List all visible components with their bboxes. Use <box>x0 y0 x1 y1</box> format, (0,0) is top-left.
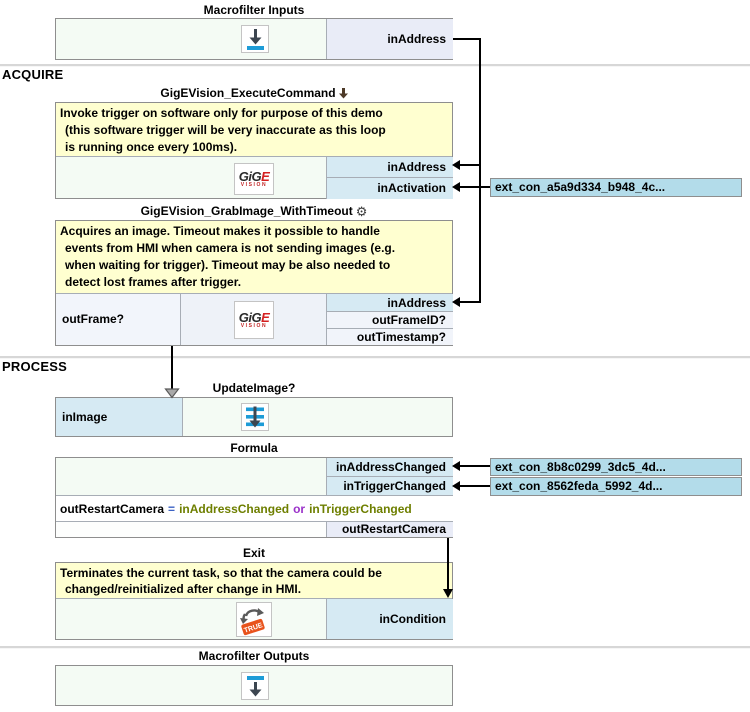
formula-title-text: Formula <box>230 441 278 455</box>
execute-command-title[interactable]: GigEVision_ExecuteCommand <box>55 86 453 100</box>
grab-image-title-text: GigEVision_GrabImage_WithTimeout <box>140 204 353 218</box>
port-execute-inactivation[interactable]: inActivation <box>326 178 453 199</box>
port-exit-incondition[interactable]: inCondition <box>326 599 453 639</box>
execute-command-comment[interactable]: Invoke trigger on software only for purp… <box>56 103 452 157</box>
formula-title[interactable]: Formula <box>55 441 453 455</box>
port-execute-inaddress[interactable]: inAddress <box>326 157 453 178</box>
formula-arg1: inAddressChanged <box>179 501 290 516</box>
gige-logo-gig: GiG <box>238 309 262 325</box>
port-grab-outframe[interactable]: outFrame? <box>56 294 181 345</box>
gige-logo-text: GiGE VISION <box>238 309 270 329</box>
wire-stub-execute-inaddress <box>459 164 481 166</box>
grab-image-block[interactable]: Acquires an image. Timeout makes it poss… <box>55 220 453 346</box>
arrowhead-incondition <box>443 589 453 598</box>
exit-title[interactable]: Exit <box>55 546 453 560</box>
update-image-block[interactable]: inImage <box>55 397 453 437</box>
comment-line: events from HMI when camera is not sendi… <box>65 241 396 255</box>
hmi-update-icon <box>246 406 264 428</box>
macrofilter-outputs-title-text: Macrofilter Outputs <box>198 649 310 663</box>
comment-line: changed/reinitialized after change in HM… <box>65 582 302 596</box>
execute-command-block[interactable]: Invoke trigger on software only for purp… <box>55 102 453 199</box>
comment-line: Terminates the current task, so that the… <box>60 566 382 580</box>
port-grab-outtimestamp[interactable]: outTimestamp? <box>326 329 453 345</box>
update-image-title-text: UpdateImage? <box>212 381 296 395</box>
grab-image-comment[interactable]: Acquires an image. Timeout makes it poss… <box>56 221 452 294</box>
port-macro-inputs-inaddress[interactable]: inAddress <box>326 19 453 59</box>
formula-expression[interactable]: outRestartCamera = inAddressChanged or i… <box>56 495 453 522</box>
arrowhead-grab-inaddress <box>452 297 460 307</box>
execute-command-title-text: GigEVision_ExecuteCommand <box>160 86 336 100</box>
wire-ext-inaddresschanged <box>459 465 490 467</box>
wire-ext-inactivation <box>459 186 490 188</box>
wire-inaddress-vertical <box>479 38 481 303</box>
ext-connection-activation[interactable]: ext_con_a5a9d334_b948_4c... <box>490 178 742 197</box>
update-image-title[interactable]: UpdateImage? <box>55 381 453 395</box>
port-formula-intriggerchanged[interactable]: inTriggerChanged <box>326 477 453 495</box>
macrofilter-inputs-block[interactable]: inAddress <box>55 18 453 60</box>
gige-logo-vision: VISION <box>240 181 268 188</box>
output-arrow-icon <box>247 676 264 697</box>
formula-body-cell <box>56 458 326 495</box>
macrofilter-inputs-icon <box>241 25 269 53</box>
exit-icon: TRUE <box>236 602 272 637</box>
input-arrow-icon <box>247 29 264 50</box>
comment-line: is running once every 100ms). <box>65 140 238 154</box>
gige-logo-e: E <box>261 168 270 184</box>
exit-comment[interactable]: Terminates the current task, so that the… <box>56 563 452 599</box>
macrofilter-outputs-block[interactable] <box>55 665 453 706</box>
wire-outframe-to-inimage <box>171 346 173 390</box>
macrofilter-outputs-title: Macrofilter Outputs <box>55 649 453 663</box>
wire-stub-grab-inaddress <box>459 301 481 303</box>
formula-equals: = <box>168 501 176 516</box>
macrofilter-inputs-title-text: Macrofilter Inputs <box>203 3 305 17</box>
formula-block[interactable]: inAddressChanged inTriggerChanged outRes… <box>55 457 453 538</box>
formula-lhs: outRestartCamera <box>60 501 165 516</box>
comment-line: Acquires an image. Timeout makes it poss… <box>60 224 380 238</box>
arrowhead-intriggerchanged <box>452 481 460 491</box>
gige-vision-logo: GiGE VISION <box>234 163 274 195</box>
macrofilter-outputs-icon <box>241 672 269 700</box>
wire-outrestartcamera <box>447 538 449 590</box>
port-grab-outframeid[interactable]: outFrameID? <box>326 312 453 329</box>
arrowhead-inactivation <box>452 182 460 192</box>
section-divider-outputs <box>0 646 750 649</box>
section-label-process: PROCESS <box>2 359 67 374</box>
gear-icon: ⚙ <box>355 203 368 219</box>
instance-down-arrow-icon <box>338 87 348 98</box>
arrowhead-inaddresschanged <box>452 461 460 471</box>
gige-logo-e: E <box>261 309 270 325</box>
comment-line: detect lost frames after trigger. <box>65 275 242 289</box>
exit-block[interactable]: Terminates the current task, so that the… <box>55 562 453 640</box>
port-formula-outrestartcamera[interactable]: outRestartCamera <box>326 522 453 537</box>
wire-ext-intriggerchanged <box>459 485 490 487</box>
comment-line: when waiting for trigger). Timeout may b… <box>65 258 391 272</box>
wire-inaddress-horizontal <box>453 38 481 40</box>
formula-arg2: inTriggerChanged <box>309 501 412 516</box>
exit-loop-icon: TRUE <box>240 607 265 635</box>
port-grab-inaddress[interactable]: inAddress <box>326 294 453 312</box>
comment-line: (this software trigger will be very inac… <box>65 123 386 137</box>
section-divider-process <box>0 356 750 359</box>
grab-image-title[interactable]: GigEVision_GrabImage_WithTimeout ⚙ <box>55 204 453 218</box>
section-label-acquire: ACQUIRE <box>2 67 64 82</box>
ext-connection-addresschanged[interactable]: ext_con_8b8c0299_3dc5_4d... <box>490 458 742 476</box>
gige-logo-text: GiGE VISION <box>238 168 270 188</box>
formula-or-operator: or <box>293 501 306 516</box>
gige-logo-vision: VISION <box>240 322 268 329</box>
formula-output-row-left <box>56 522 326 537</box>
ext-connection-triggerchanged[interactable]: ext_con_8562feda_5992_4d... <box>490 477 742 496</box>
gige-logo-gig: GiG <box>238 168 262 184</box>
port-formula-inaddresschanged[interactable]: inAddressChanged <box>326 458 453 477</box>
macrofilter-inputs-title: Macrofilter Inputs <box>55 3 453 17</box>
exit-title-text: Exit <box>242 546 265 560</box>
gige-vision-logo: GiGE VISION <box>234 301 274 339</box>
comment-line: Invoke trigger on software only for purp… <box>60 106 383 120</box>
update-image-icon <box>241 403 269 431</box>
arrowhead-inimage <box>164 388 180 399</box>
port-update-inimage[interactable]: inImage <box>56 398 183 436</box>
section-divider-acquire <box>0 64 750 67</box>
arrowhead-execute-inaddress <box>452 160 460 170</box>
